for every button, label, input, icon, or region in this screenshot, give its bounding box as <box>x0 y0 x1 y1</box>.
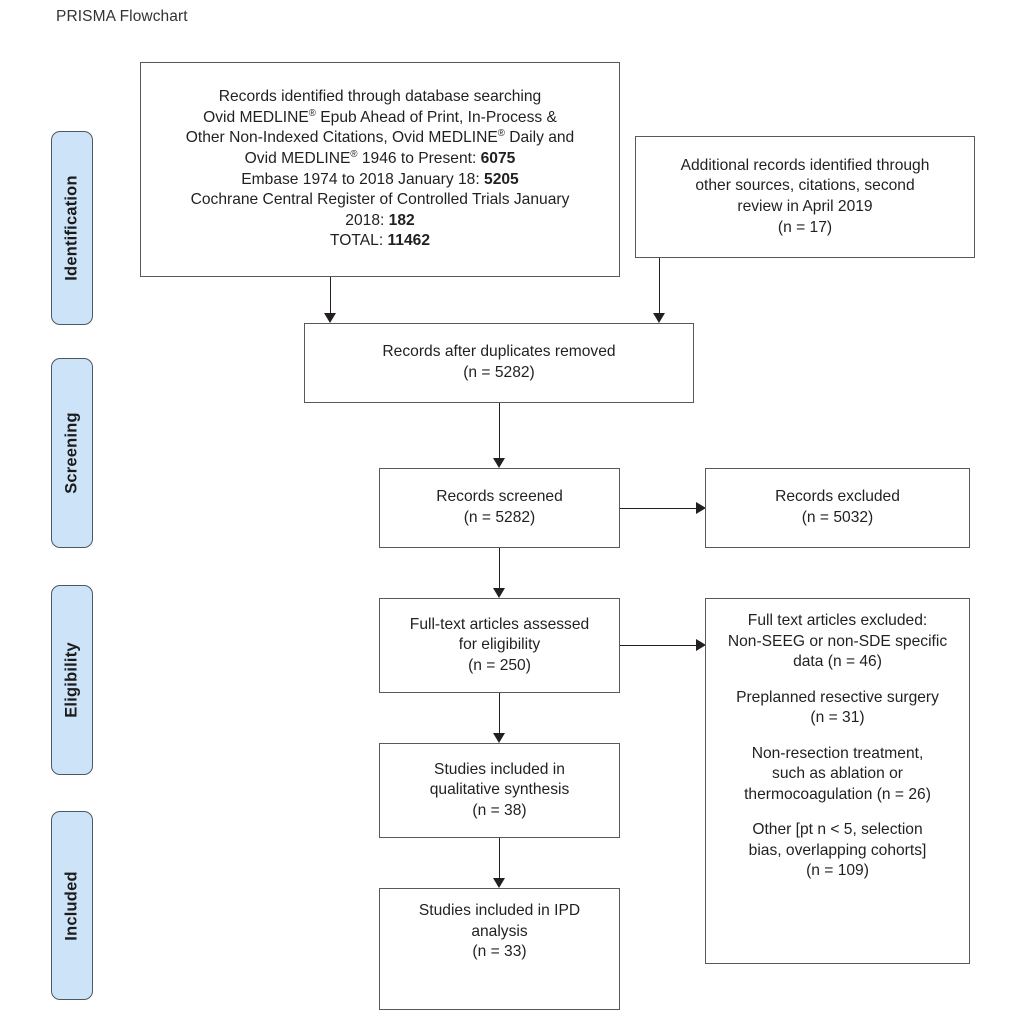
spacer <box>714 673 961 688</box>
stage-label-identification-text: Identification <box>62 175 81 281</box>
db-search-line-4: Ovid MEDLINE® 1946 to Present: 6075 <box>244 148 516 167</box>
ipd-analysis-line-2: analysis <box>471 922 528 940</box>
records-excluded-count: (n = 5032) <box>801 509 874 526</box>
qualitative-synthesis-count: (n = 38) <box>472 801 527 819</box>
fulltext-excluded-reason-3-line-2: such as ablation or <box>772 765 903 783</box>
additional-records-line-3: review in April 2019 <box>737 198 873 215</box>
connector-dbsearch-to-duplicates <box>330 277 331 316</box>
stage-label-screening-text: Screening <box>62 412 81 494</box>
node-records-after-duplicates-removed: Records after duplicates removed (n = 52… <box>304 323 694 403</box>
fulltext-excluded-reason-4-line-2: bias, overlapping cohorts] <box>748 841 927 859</box>
arrowhead-dbsearch-to-duplicates <box>323 313 336 323</box>
spacer <box>714 729 961 744</box>
db-search-line-8: TOTAL: 11462 <box>330 232 430 250</box>
additional-records-count: (n = 17) <box>777 218 833 236</box>
stage-label-included: Included <box>51 811 93 1000</box>
qualitative-synthesis-line-1: Studies included in <box>434 760 565 778</box>
node-fulltext-articles-assessed: Full-text articles assessed for eligibil… <box>379 598 620 693</box>
db-search-line-3: Other Non-Indexed Citations, Ovid MEDLIN… <box>185 128 575 147</box>
fulltext-excluded-reason-2: Preplanned resective surgery <box>736 688 939 706</box>
duplicates-removed-count: (n = 5282) <box>463 364 535 381</box>
fulltext-assessed-count: (n = 250) <box>468 656 531 674</box>
stage-label-screening: Screening <box>51 358 93 548</box>
node-records-excluded: Records excluded (n = 5032) <box>705 468 970 548</box>
db-search-medline-count: 6075 <box>480 149 516 167</box>
node-studies-qualitative-synthesis: Studies included in qualitative synthesi… <box>379 743 620 838</box>
arrowhead-additional-to-duplicates <box>652 313 665 323</box>
page-title: PRISMA Flowchart <box>56 8 188 25</box>
qualitative-synthesis-line-2: qualitative synthesis <box>429 781 570 799</box>
node-fulltext-articles-excluded-reasons: Full text articles excluded: Non-SEEG or… <box>705 598 970 964</box>
db-search-total-count: 11462 <box>387 232 430 250</box>
registered-trademark-icon: ® <box>497 128 505 140</box>
arrowhead-duplicates-to-screened <box>492 458 505 468</box>
connector-screened-to-fulltext <box>499 548 500 593</box>
arrowhead-qualitative-to-ipd <box>492 878 505 888</box>
db-search-line-6: Cochrane Central Register of Controlled … <box>190 191 570 209</box>
connector-duplicates-to-screened <box>499 403 500 461</box>
fulltext-excluded-line-2: Non-SEEG or non-SDE specific <box>727 632 948 650</box>
ipd-analysis-count: (n = 33) <box>472 943 527 961</box>
node-studies-ipd-analysis: Studies included in IPD analysis (n = 33… <box>379 888 620 1010</box>
stage-label-eligibility-text: Eligibility <box>62 642 81 718</box>
fulltext-assessed-line-1: Full-text articles assessed <box>409 615 590 633</box>
db-search-embase-count: 5205 <box>484 170 519 188</box>
connector-screened-to-excluded <box>620 508 698 509</box>
registered-trademark-icon: ® <box>308 107 316 119</box>
records-screened-line-1: Records screened <box>436 488 563 506</box>
ipd-analysis-line-1: Studies included in IPD <box>418 902 581 919</box>
fulltext-excluded-reason-3-line-1: Non-resection treatment, <box>751 744 924 762</box>
node-additional-records-identified: Additional records identified through ot… <box>635 136 975 258</box>
stage-label-identification: Identification <box>51 131 93 325</box>
db-search-line-2: Ovid MEDLINE® Epub Ahead of Print, In-Pr… <box>203 107 557 126</box>
arrowhead-fulltext-to-qualitative <box>492 733 505 743</box>
node-records-screened: Records screened (n = 5282) <box>379 468 620 548</box>
db-search-line-1: Records identified through database sear… <box>218 88 542 106</box>
records-excluded-line-1: Records excluded <box>775 488 900 506</box>
node-records-identified-database-searching: Records identified through database sear… <box>140 62 620 277</box>
fulltext-excluded-reason-4-line-1: Other [pt n < 5, selection <box>752 821 923 839</box>
fulltext-excluded-line-1: Full text articles excluded: <box>747 612 928 629</box>
fulltext-assessed-line-2: for eligibility <box>458 636 541 654</box>
db-search-line-5: Embase 1974 to 2018 January 18: 5205 <box>241 170 519 188</box>
fulltext-excluded-reason-4-count: (n = 109) <box>806 862 869 880</box>
db-search-cochrane-count: 182 <box>388 211 415 229</box>
connector-fulltext-to-qualitative <box>499 693 500 738</box>
spacer <box>714 805 961 820</box>
connector-additional-to-duplicates <box>659 258 660 316</box>
records-screened-count: (n = 5282) <box>463 509 536 526</box>
stage-label-included-text: Included <box>62 870 81 941</box>
stage-label-eligibility: Eligibility <box>51 585 93 775</box>
db-search-line-7: 2018: 182 <box>345 211 415 229</box>
arrowhead-screened-to-excluded <box>696 501 706 514</box>
additional-records-line-1: Additional records identified through <box>680 156 930 174</box>
connector-qualitative-to-ipd <box>499 838 500 883</box>
registered-trademark-icon: ® <box>350 148 358 160</box>
duplicates-removed-line-1: Records after duplicates removed <box>382 343 616 361</box>
arrowhead-screened-to-fulltext <box>492 588 505 598</box>
fulltext-excluded-reason-2-count: (n = 31) <box>810 709 865 727</box>
arrowhead-fulltext-to-excluded <box>696 638 706 651</box>
connector-fulltext-to-excluded <box>620 645 698 646</box>
fulltext-excluded-reason-3-count: thermocoagulation (n = 26) <box>744 785 931 803</box>
additional-records-line-2: other sources, citations, second <box>695 177 915 195</box>
fulltext-excluded-reason-1-count: data (n = 46) <box>793 653 882 671</box>
